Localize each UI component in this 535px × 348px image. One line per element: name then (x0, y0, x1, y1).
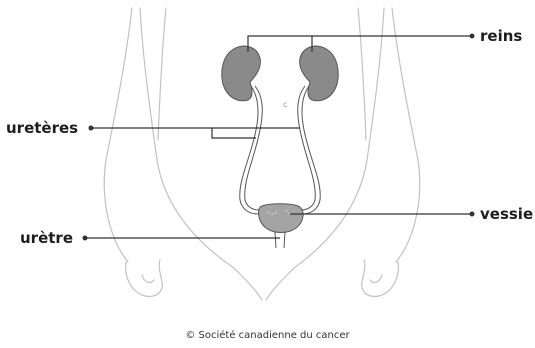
organ-marker-text: c (283, 100, 287, 109)
ureters (240, 86, 320, 214)
label-vessie: vessie (480, 207, 533, 222)
copyright-credit: © Société canadienne du cancer (0, 331, 535, 341)
bladder (259, 204, 304, 233)
label-ureteres: uretères (6, 121, 78, 136)
urethra (275, 232, 285, 248)
label-reins: reins (480, 29, 522, 44)
body-outline (104, 8, 419, 300)
label-uretre: urètre (20, 231, 73, 246)
